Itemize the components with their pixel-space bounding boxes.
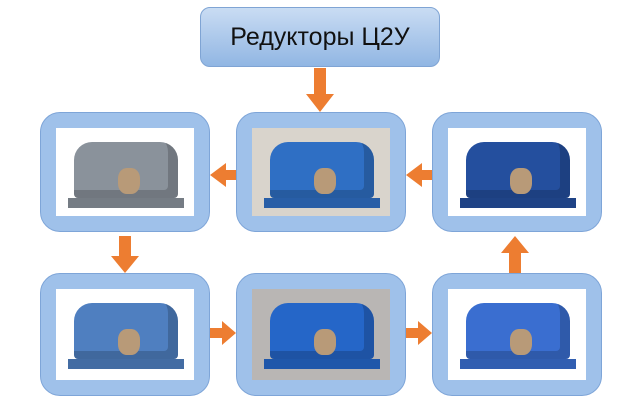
- reducer-photo: [56, 289, 194, 380]
- reducer-card-center-bottom: [236, 273, 406, 396]
- reducer-card-right-bottom: [432, 273, 602, 396]
- reducer-card-left-bottom: [40, 273, 210, 396]
- title-box: Редукторы Ц2У: [200, 7, 440, 67]
- reducer-photo: [448, 128, 586, 216]
- shaft: [510, 168, 532, 194]
- shaft: [314, 168, 336, 194]
- arrow-right-icon: [406, 321, 432, 345]
- arrow-down-icon: [306, 68, 334, 112]
- shaft: [118, 329, 140, 355]
- gearbox-base: [264, 359, 380, 369]
- title-text: Редукторы Ц2У: [230, 22, 410, 51]
- reducer-card-left-top: [40, 112, 210, 232]
- arrow-left-icon: [210, 163, 236, 187]
- reducer-photo: [56, 128, 194, 216]
- gearbox-base: [460, 359, 576, 369]
- shaft: [510, 329, 532, 355]
- gearbox-base: [68, 359, 184, 369]
- reducer-photo: [252, 289, 390, 380]
- gearbox-base: [68, 198, 184, 208]
- reducer-card-center-top: [236, 112, 406, 232]
- gearbox-base: [460, 198, 576, 208]
- arrow-down-icon: [111, 236, 139, 273]
- shaft: [314, 329, 336, 355]
- gearbox-base: [264, 198, 380, 208]
- shaft: [118, 168, 140, 194]
- arrow-right-icon: [210, 321, 236, 345]
- arrow-left-icon: [406, 163, 432, 187]
- arrow-up-icon: [501, 236, 529, 273]
- reducer-card-right-top: [432, 112, 602, 232]
- reducer-photo: [252, 128, 390, 216]
- reducer-photo: [448, 289, 586, 380]
